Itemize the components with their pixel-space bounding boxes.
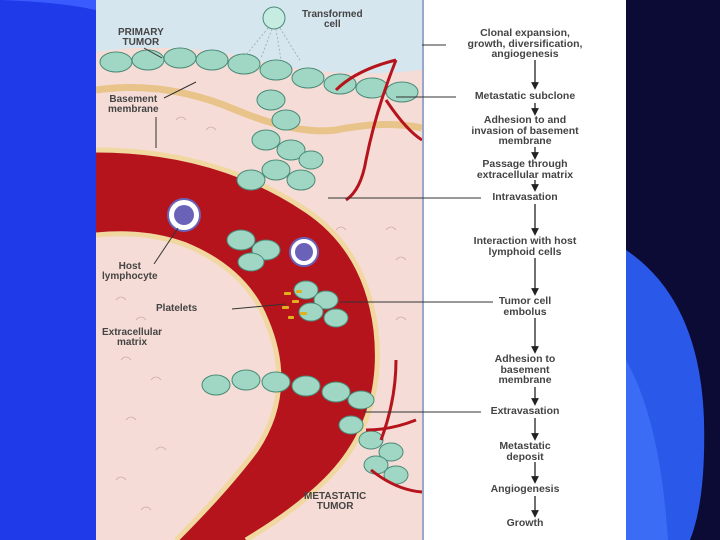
metastasis-steps: Clonal expansion,growth, diversification… [424,0,626,540]
transformed-cell-shape [262,6,286,30]
lymphocyte-shape [174,205,194,225]
step-intravasation: Intravasation [492,191,558,203]
step-extravasation: Extravasation [490,405,560,417]
step-angiogenesis: Angiogenesis [490,483,560,495]
step-metastatic-subclone: Metastatic subclone [474,90,576,102]
panel-divider [422,0,424,540]
step-growth: Growth [506,517,544,529]
step-clonal-expansion: Clonal expansion,growth, diversification… [467,27,583,60]
platelets-shape [282,290,307,319]
label-platelets: Platelets [156,303,198,314]
